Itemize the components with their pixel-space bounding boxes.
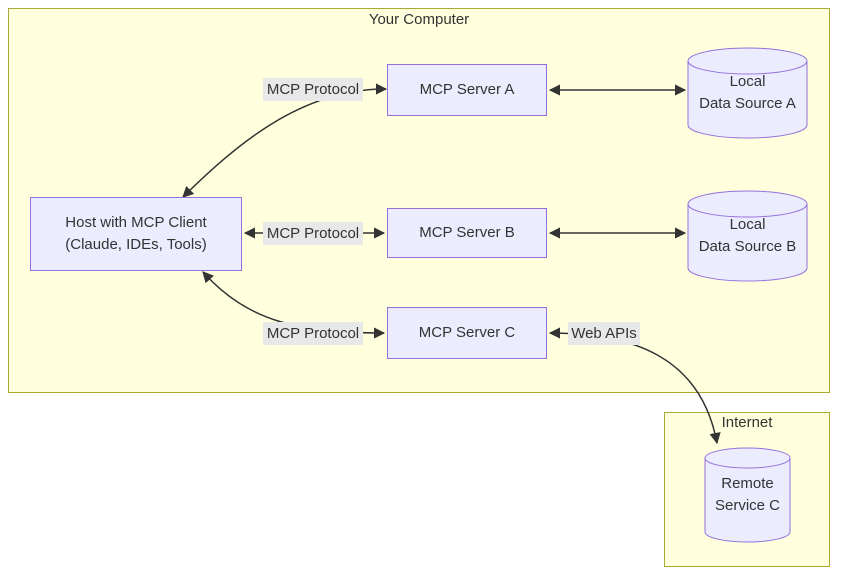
- remote-service-c-line1: Remote: [721, 475, 774, 492]
- mcp-server-a-label: MCP Server A: [419, 81, 515, 98]
- remote-service-c-label: Remote Service C: [700, 473, 795, 517]
- local-data-source-b-label: Local Data Source B: [688, 214, 807, 258]
- local-data-source-a-label: Local Data Source A: [688, 71, 807, 115]
- host-node: Host with MCP Client (Claude, IDEs, Tool…: [30, 197, 242, 271]
- edge-label-mcp-protocol-a: MCP Protocol: [263, 78, 363, 101]
- remote-service-c-line2: Service C: [714, 497, 781, 514]
- mcp-server-c-label: MCP Server C: [418, 324, 516, 341]
- host-node-label-line2: (Claude, IDEs, Tools): [65, 236, 207, 253]
- local-data-source-b-line2: Data Source B: [698, 238, 797, 255]
- edge-label-mcp-protocol-b: MCP Protocol: [263, 222, 363, 245]
- local-data-source-b-line1: Local: [729, 216, 766, 233]
- host-node-label-line1: Host with MCP Client: [65, 214, 207, 231]
- mcp-server-b-label: MCP Server B: [419, 224, 515, 241]
- your-computer-cluster-label: Your Computer: [368, 11, 470, 28]
- mcp-server-c-node: MCP Server C: [387, 307, 547, 359]
- internet-cluster-label: Internet: [721, 414, 773, 431]
- edge-label-web-apis: Web APIs: [568, 322, 640, 345]
- local-data-source-a-line2: Data Source A: [699, 95, 796, 112]
- mcp-server-b-node: MCP Server B: [387, 208, 547, 258]
- mcp-server-a-node: MCP Server A: [387, 64, 547, 116]
- edge-label-mcp-protocol-c: MCP Protocol: [263, 322, 363, 345]
- local-data-source-a-line1: Local: [729, 73, 766, 90]
